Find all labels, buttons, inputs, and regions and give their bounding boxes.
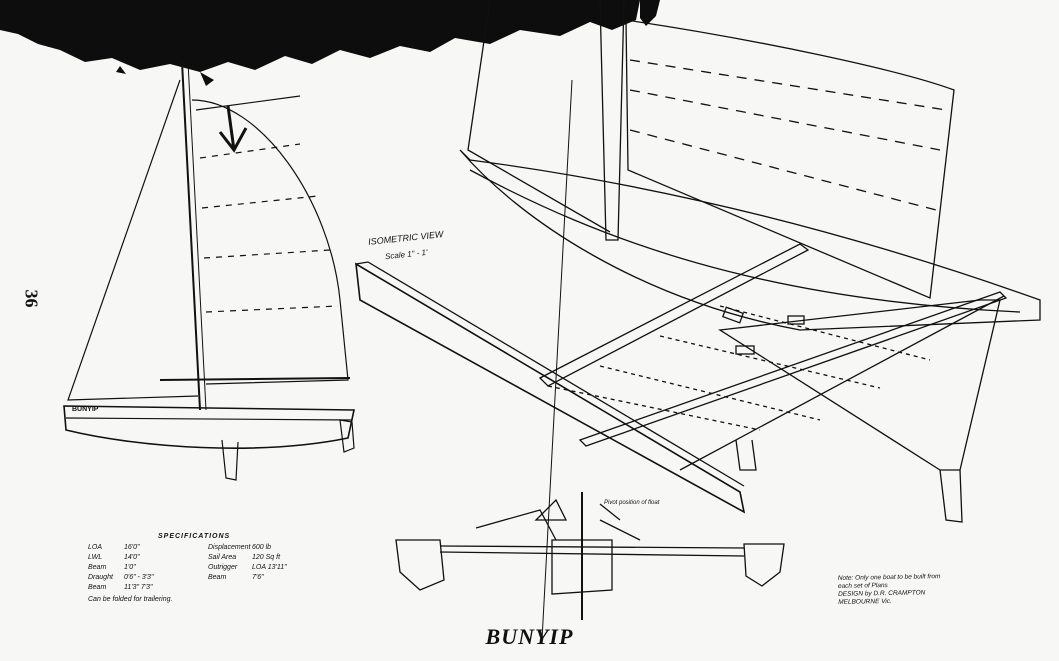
page-number: 36 bbox=[21, 289, 42, 308]
sail-plan bbox=[63, 61, 355, 481]
page-title: BUNYIP bbox=[485, 624, 574, 649]
ink-splotch bbox=[0, 0, 640, 72]
design-note: Note: Only one boat to be built from eac… bbox=[838, 573, 941, 607]
trailering-note: Can be folded for trailering. bbox=[88, 596, 173, 603]
specifications-heading: SPECIFICATIONS bbox=[158, 533, 231, 540]
hull-name-label: BUNYIP bbox=[72, 406, 99, 413]
isometric-view bbox=[355, 0, 1041, 641]
front-elevation bbox=[395, 492, 785, 620]
pivot-note: Pivot position of float bbox=[604, 500, 660, 506]
